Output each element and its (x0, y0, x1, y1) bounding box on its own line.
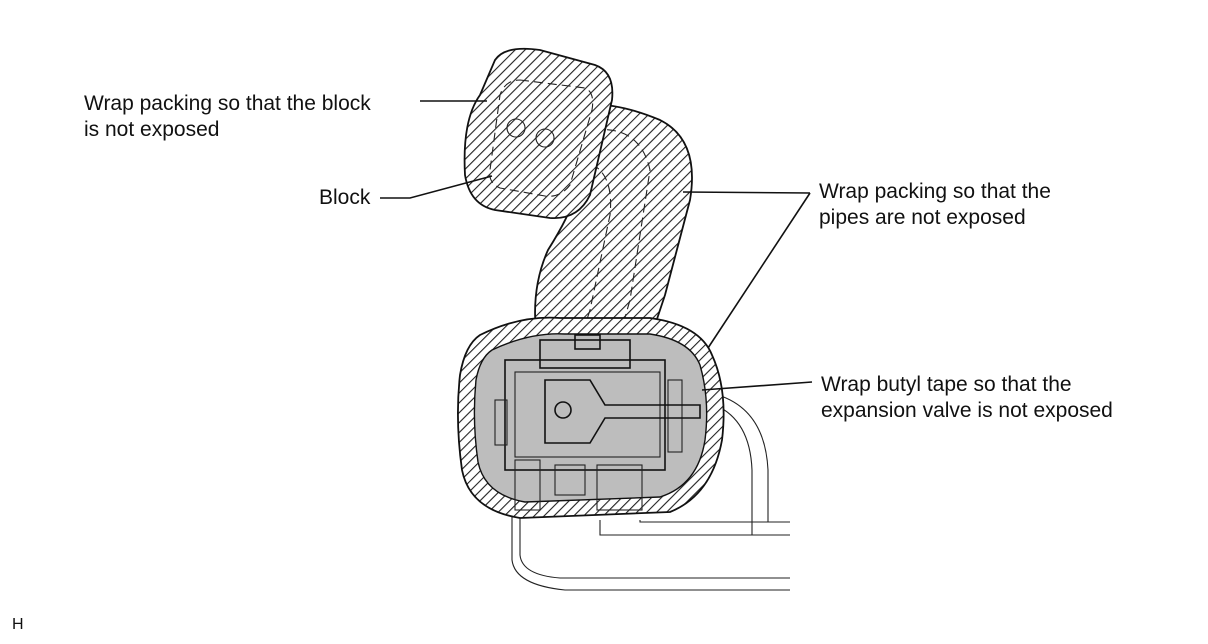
block-packing (463, 47, 614, 219)
pipe-packing-label-line2: pipes are not exposed (819, 206, 1026, 229)
leader-pipes-2 (707, 192, 811, 349)
block-packing-label: Wrap packing so that the block is not ex… (84, 91, 371, 143)
butyl-tape-label-line2: expansion valve is not exposed (821, 399, 1113, 422)
block-hole-2 (535, 128, 555, 148)
valve-bolt (554, 401, 572, 419)
block-hole-1 (506, 118, 526, 138)
butyl-tape-label: Wrap butyl tape so that the expansion va… (821, 372, 1113, 424)
leader-pipes-1 (682, 191, 811, 194)
expansion-valve (494, 334, 701, 511)
pipe-packing-label: Wrap packing so that the pipes are not e… (819, 179, 1051, 231)
leader-block (380, 175, 493, 199)
block-packing-label-line2: is not exposed (84, 118, 220, 141)
outlet-pipes (511, 394, 790, 591)
block-label: Block (319, 186, 371, 209)
leader-tape (701, 381, 813, 391)
pipe-packing-label-line1: Wrap packing so that the (819, 180, 1051, 203)
figure-id: H (12, 616, 24, 633)
butyl-tape-label-line1: Wrap butyl tape so that the (821, 373, 1072, 396)
block-packing-label-line1: Wrap packing so that the block (84, 92, 371, 115)
